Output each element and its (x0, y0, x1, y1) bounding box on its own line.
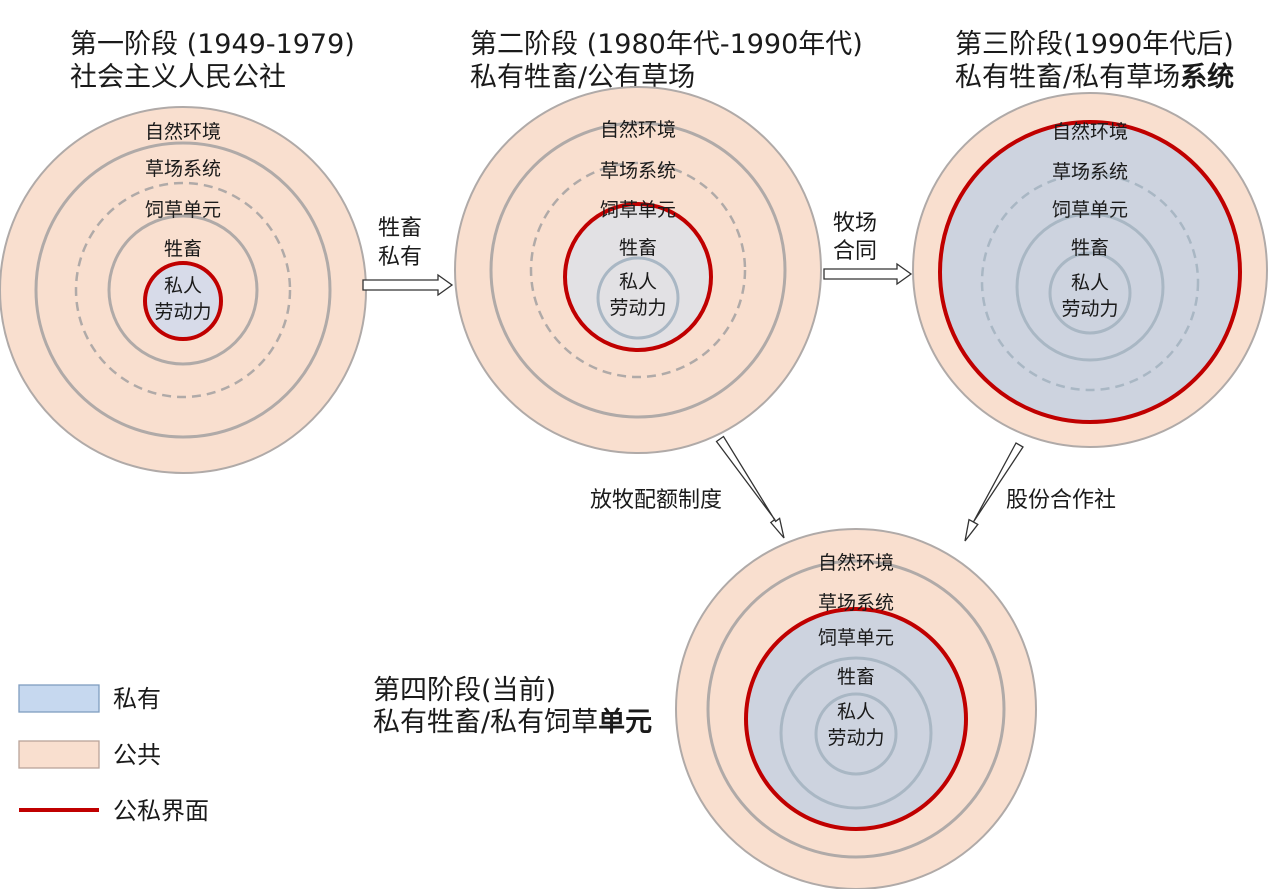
stage-1: 第一阶段 (1949-1979) 社会主义人民公社 自然环境 草场系统 饲草单元… (0, 29, 367, 474)
stage-3-forage-label: 饲草单元 (1052, 199, 1128, 221)
legend-private-swatch (18, 684, 100, 713)
arrow-2-label-line1: 牧场 (833, 211, 877, 236)
stage-4-environment-label: 自然环境 (818, 552, 894, 574)
arrow-2-label-line2: 合同 (833, 239, 877, 264)
stage-3-labor-label-2: 劳动力 (1061, 298, 1118, 320)
arrow-1-label-line2: 私有 (378, 245, 422, 270)
stage-2-livestock-label: 牲畜 (619, 237, 657, 259)
legend: 私有 公共 公私界面 (18, 684, 209, 825)
stage-3: 第三阶段(1990年代后) 私有牲畜/私有草场系统 自然环境 草场系统 饲草单元… (912, 29, 1268, 448)
legend-public-label: 公共 (113, 741, 161, 769)
stage-1-environment-label: 自然环境 (145, 121, 221, 143)
stage-3-livestock-label: 牲畜 (1071, 237, 1109, 259)
stage-2-labor-ring (596, 256, 680, 340)
stage-1-interface-ring (143, 261, 223, 341)
stage-4-labor-ring (814, 692, 898, 776)
stage-2-forage-label: 饲草单元 (600, 199, 676, 221)
stage-4-title-line2-bold: 单元 (598, 707, 652, 738)
arrow-4-label: 股份合作社 (1006, 488, 1116, 513)
legend-public-swatch (18, 740, 100, 769)
stage-3-title-line2-bold: 系统 (1180, 61, 1234, 93)
arrow-right-icon (362, 273, 454, 297)
stage-3-title-line2: 私有牲畜/私有草场系统 (955, 61, 1234, 93)
stage-3-grassland-label: 草场系统 (1052, 161, 1128, 183)
stage-1-livestock-label: 牲畜 (164, 238, 202, 260)
stage-4-title-line1: 第四阶段(当前) (373, 675, 556, 706)
stage-2-labor-label-1: 私人 (619, 271, 657, 293)
stage-1-grassland-label: 草场系统 (145, 158, 221, 180)
stage-1-title-line1: 第一阶段 (1949-1979) (70, 29, 355, 60)
stage-3-labor-label-1: 私人 (1071, 272, 1109, 294)
arrow-down-left-icon (964, 442, 1024, 542)
stage-1-title-line2: 社会主义人民公社 (70, 62, 286, 93)
arrow-stage2-to-stage4: 放牧配额制度 (590, 435, 785, 539)
stage-4-title-line2: 私有牲畜/私有饲草单元 (373, 707, 652, 738)
stage-2: 第二阶段 (1980年代-1990年代) 私有牲畜/公有草场 自然环境 草场系统… (454, 29, 863, 454)
stage-1-labor-label-1: 私人 (164, 275, 202, 297)
stage-1-forage-label: 饲草单元 (145, 199, 221, 221)
stage-3-labor-ring (1048, 251, 1132, 335)
stage-3-environment-label: 自然环境 (1052, 121, 1128, 143)
stage-2-title-line1: 第二阶段 (1980年代-1990年代) (470, 29, 863, 60)
stage-2-grassland-label: 草场系统 (600, 160, 676, 182)
arrow-3-label: 放牧配额制度 (590, 488, 722, 513)
stage-2-environment-label: 自然环境 (600, 119, 676, 141)
arrow-stage3-to-stage4: 股份合作社 (964, 442, 1116, 542)
stage-4-grassland-label: 草场系统 (818, 592, 894, 614)
legend-private-label: 私有 (113, 685, 161, 713)
stage-4-forage-label: 饲草单元 (818, 627, 894, 649)
arrow-right-icon (823, 262, 913, 286)
stage-4-title-line2-plain: 私有牲畜/私有饲草 (373, 707, 598, 738)
stage-1-labor-label-2: 劳动力 (154, 301, 211, 323)
stage-3-title-line1: 第三阶段(1990年代后) (955, 29, 1234, 60)
stage-3-title-line2-plain: 私有牲畜/私有草场 (955, 62, 1180, 93)
stage-4-labor-label-1: 私人 (837, 701, 875, 723)
stage-4-labor-label-2: 劳动力 (827, 727, 884, 749)
arrow-down-right-icon (715, 435, 785, 539)
stage-4-livestock-label: 牲畜 (837, 666, 875, 688)
arrow-stage2-to-stage3: 牧场 合同 (823, 211, 913, 286)
arrow-stage1-to-stage2: 牲畜 私有 (362, 216, 454, 297)
stage-2-labor-label-2: 劳动力 (609, 297, 666, 319)
stage-4: 第四阶段(当前) 私有牲畜/私有饲草单元 自然环境 草场系统 饲草单元 牲畜 私… (373, 528, 1037, 889)
arrow-1-label-line1: 牲畜 (378, 216, 422, 241)
legend-interface-label: 公私界面 (113, 797, 209, 825)
